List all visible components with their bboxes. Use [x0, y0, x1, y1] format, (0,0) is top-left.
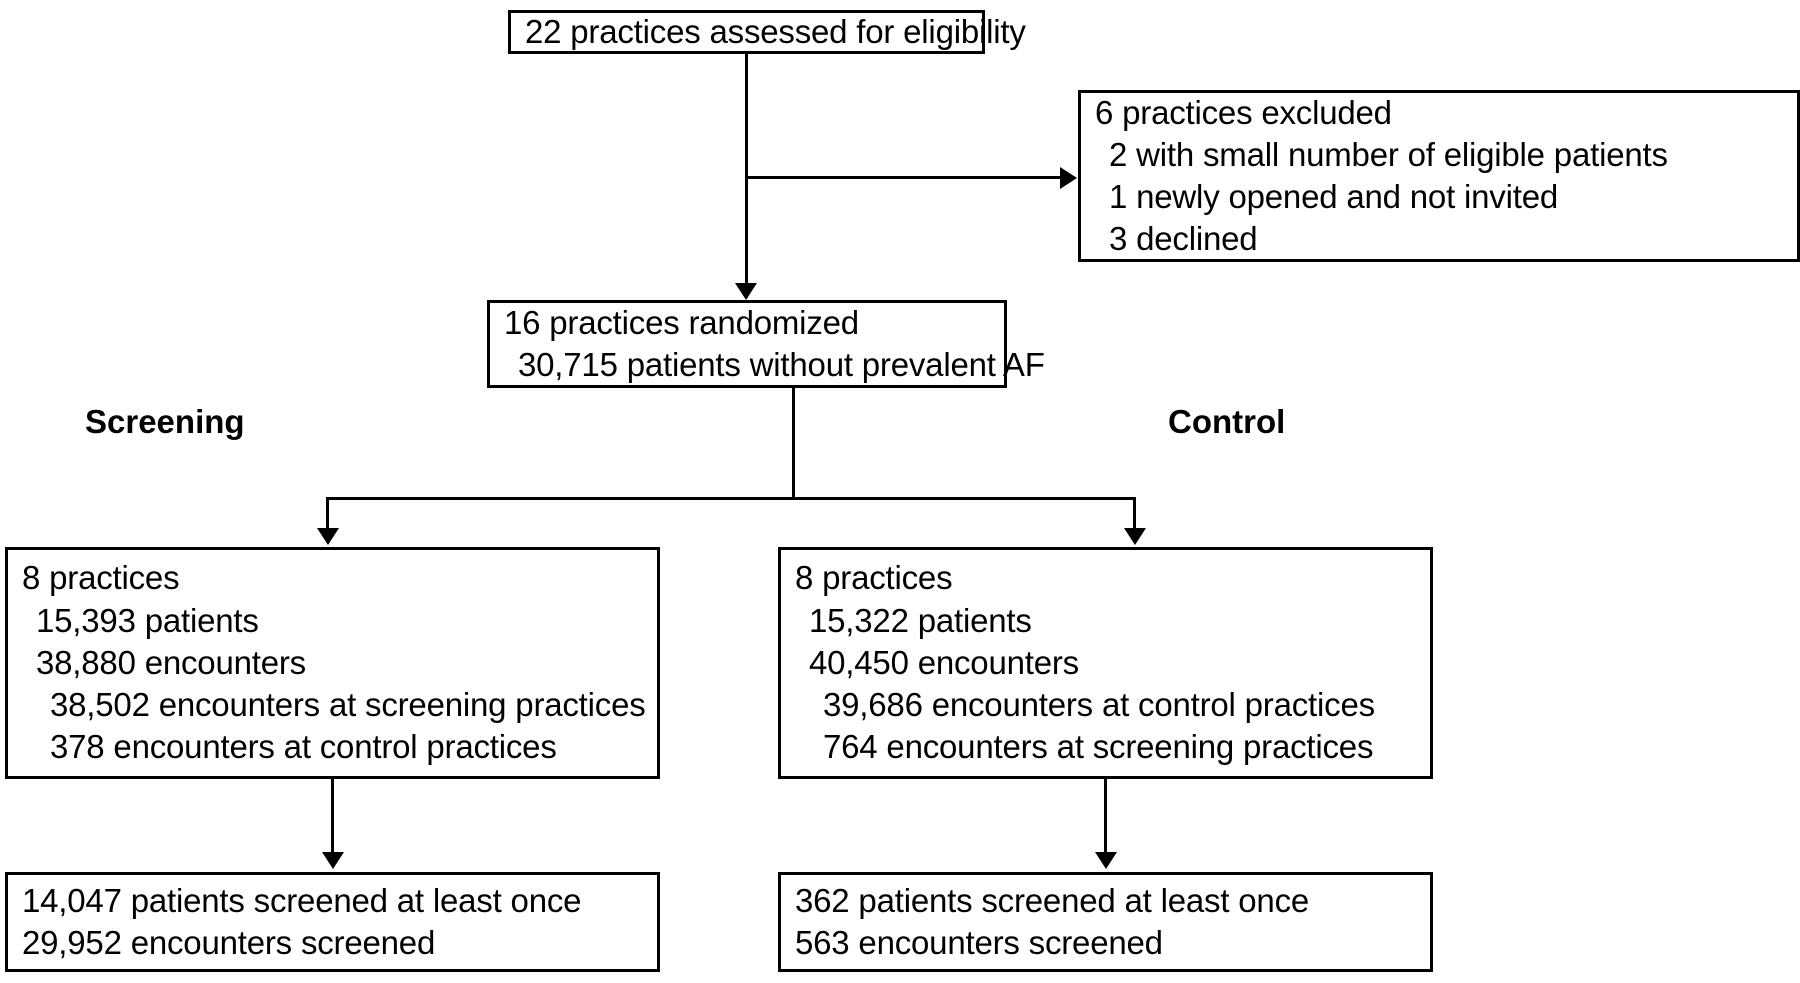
node-control-arm-line-3: 40,450 encounters	[809, 643, 1079, 681]
node-randomized-line-1: 16 practices randomized	[504, 303, 859, 341]
node-screening-outcome-line-1: 14,047 patients screened at least once	[22, 881, 582, 919]
connector-screening-arm-to-outcome	[331, 779, 334, 855]
node-screening-arm-line-5: 378 encounters at control practices	[50, 728, 557, 766]
node-screening-outcome: 14,047 patients screened at least once 2…	[5, 872, 660, 972]
node-screening-arm-line-4: 38,502 encounters at screening practices	[50, 686, 646, 724]
node-control-arm: 8 practices 15,322 patients 40,450 encou…	[778, 547, 1433, 779]
group-label-control: Control	[1168, 403, 1286, 440]
arrowhead-into-randomized	[735, 283, 757, 300]
connector-randomized-split-horizontal	[326, 497, 1136, 500]
node-excluded-line-2: 2 with small number of eligible patients	[1109, 135, 1668, 173]
arrowhead-into-excluded	[1060, 167, 1077, 189]
node-screening-arm: 8 practices 15,393 patients 38,880 encou…	[5, 547, 660, 779]
node-screening-arm-line-2: 15,393 patients	[36, 601, 259, 639]
node-practices-randomized: 16 practices randomized 30,715 patients …	[487, 300, 1045, 388]
node-screening-outcome-line-2: 29,952 encounters screened	[22, 924, 436, 961]
arrowhead-into-control-outcome	[1095, 852, 1117, 869]
arrowhead-into-control-arm	[1124, 528, 1146, 545]
node-excluded-line-4: 3 declined	[1109, 220, 1258, 258]
node-excluded-line-3: 1 newly opened and not invited	[1109, 178, 1559, 215]
node-control-arm-line-2: 15,322 patients	[809, 601, 1032, 639]
node-control-outcome-line-2: 563 encounters screened	[795, 924, 1163, 961]
node-control-arm-line-1: 8 practices	[795, 559, 953, 597]
node-assessed-line-1: 22 practices assessed for eligibility	[525, 12, 1026, 50]
node-practices-excluded: 6 practices excluded 2 with small number…	[1078, 90, 1800, 262]
node-excluded-line-1: 6 practices excluded	[1095, 93, 1392, 131]
connector-randomized-split-stem	[792, 388, 795, 500]
arrowhead-into-screening-arm	[317, 528, 339, 545]
node-control-outcome-line-1: 362 patients screened at least once	[795, 881, 1310, 919]
node-control-outcome: 362 patients screened at least once 563 …	[778, 872, 1433, 972]
group-label-screening: Screening	[85, 403, 245, 440]
connector-to-excluded-horizontal	[745, 176, 1065, 179]
node-control-arm-line-5: 764 encounters at screening practices	[823, 728, 1374, 766]
node-assessed-for-eligibility: 22 practices assessed for eligibility	[508, 10, 1026, 54]
node-control-arm-line-4: 39,686 encounters at control practices	[823, 686, 1375, 724]
connector-to-control-arm-vertical	[1133, 497, 1136, 530]
connector-control-arm-to-outcome	[1104, 779, 1107, 855]
node-randomized-line-2: 30,715 patients without prevalent AF	[518, 346, 1045, 383]
arrowhead-into-screening-outcome	[322, 852, 344, 869]
connector-to-screening-arm-vertical	[326, 497, 329, 530]
node-screening-arm-line-3: 38,880 encounters	[36, 643, 306, 681]
node-screening-arm-line-1: 8 practices	[22, 559, 180, 597]
